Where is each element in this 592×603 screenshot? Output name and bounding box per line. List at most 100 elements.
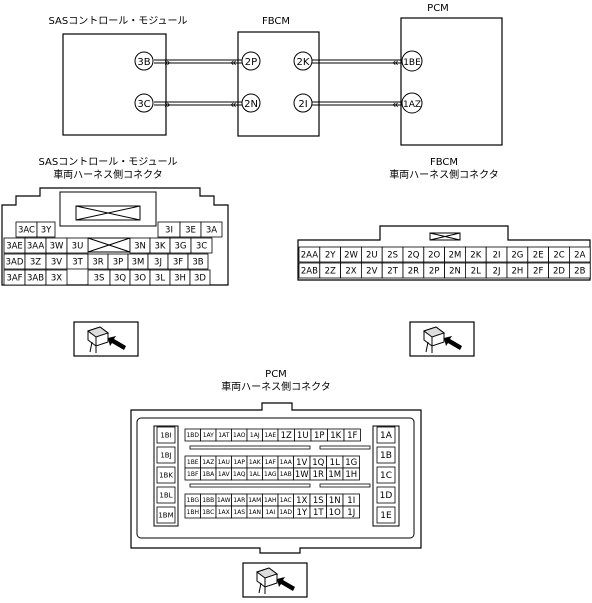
pin-cell: 2O (423, 246, 445, 263)
pin-cell: 1AB (277, 467, 294, 481)
pin-label: 1BJ (160, 452, 171, 460)
pin-cell: 3AE (3, 237, 26, 254)
sas-module-box (62, 33, 167, 136)
pin-label: 1BH (187, 509, 199, 516)
connector-symbol: « (392, 56, 399, 69)
pin-cell: 2H (506, 262, 529, 279)
pin-cell: 1AN (246, 505, 263, 519)
pin-label: 1AK (249, 459, 262, 466)
pin-label: 1S (313, 496, 324, 506)
pin-label: 2K (470, 251, 481, 261)
pcm-connector-subtitle: 車両ハーネス側コネクタ (221, 380, 331, 393)
pin-label: 3I (165, 226, 173, 236)
pin-cell: 3L (149, 269, 171, 286)
pin-cell: 1AX (215, 505, 232, 519)
pin-cell: 2K (464, 246, 487, 263)
pin-cell: 1AU (215, 455, 232, 469)
pin-cell: 3U (66, 237, 89, 254)
pin-label: 2M (449, 251, 462, 261)
pin-label: 1I (347, 496, 355, 506)
divider (319, 483, 371, 488)
pin-label: 2I (298, 99, 307, 110)
pin-label: 1BK (159, 472, 173, 480)
pin-label: 3D (194, 274, 206, 284)
pin-label: 3E (185, 226, 196, 236)
sas-connector-subtitle: 車両ハーネス側コネクタ (53, 168, 163, 181)
pin-cell: 1A (376, 426, 396, 444)
pin-cell: 1S (309, 493, 327, 507)
pin-label: 1AP (233, 459, 245, 466)
pin-label: 3A (206, 226, 217, 236)
pin-label: 2L (471, 267, 481, 277)
pin-label: 3Q (114, 274, 126, 284)
pin-cell: 3D (189, 269, 211, 286)
pin-cell: 1BC (200, 505, 217, 519)
pin-cell: 1BB (200, 493, 217, 507)
pin-cell: 1BL (156, 486, 176, 504)
pin-label: 1F (347, 431, 357, 441)
pin-cell: 2E (527, 246, 549, 263)
pin-label: 2S (387, 251, 398, 261)
pin-cell: 1AA (277, 455, 294, 469)
pcm-connector-title: PCM (265, 369, 287, 380)
pin-label: 3X (51, 274, 62, 284)
pin-label: 3AE (6, 242, 23, 252)
pin-label: 2C (553, 251, 564, 261)
pin-cell: 2M (444, 246, 466, 263)
pin-cell: 1BM (156, 506, 176, 524)
pin-label: 2R (408, 267, 419, 277)
pin-label: 2F (533, 267, 543, 277)
sas-connector-title: SASコントロール・モジュール (38, 157, 177, 168)
pin-cell: 2S (381, 246, 404, 263)
pin-label: 1AU (218, 459, 230, 466)
connector-view-icon (73, 321, 139, 357)
pin-label: 1AB (280, 471, 292, 478)
pin-label: 1AF (265, 459, 277, 466)
pin-label: 2P (429, 267, 440, 277)
pin-cell: 1R (309, 467, 327, 481)
pin-cell: 1I (342, 493, 360, 507)
pin-cell: 1U (294, 428, 312, 442)
pin-circle (401, 50, 423, 72)
pin-cell: 1AZ (200, 455, 217, 469)
pin-label: 3F (173, 258, 183, 268)
pin-cell: 1J (342, 505, 360, 519)
pin-label: 1AZ (202, 459, 214, 466)
pin-label: 1V (296, 458, 307, 468)
pin-cell: 1AJ (246, 428, 263, 442)
pin-cell: 1AS (231, 505, 248, 519)
pin-label: 1AX (218, 509, 230, 516)
pin-label: 1H (345, 470, 357, 480)
pin-label: 1BI (160, 432, 171, 440)
pin-label: 2W (344, 251, 358, 261)
pin-cell: 1AH (262, 493, 279, 507)
pin-label: 1U (297, 431, 309, 441)
pin-label: 2G (511, 251, 523, 261)
pin-label: 3S (94, 274, 105, 284)
pin-cell: 2P (423, 262, 445, 279)
pin-cell: 3AB (24, 269, 47, 286)
pin-label: 3AC (18, 226, 35, 236)
pin-cell: 1O (326, 505, 344, 519)
connector-view-icon (242, 562, 308, 598)
pin-cell: 2C (548, 246, 570, 263)
pcm-title: PCM (427, 3, 449, 14)
pin-cell: 1BA (200, 467, 217, 481)
pin-cell: 1F (343, 428, 361, 442)
pin-cell: 3J (147, 253, 169, 270)
pin-label: 3K (155, 242, 166, 252)
sas-module-title: SASコントロール・モジュール (48, 16, 187, 27)
pin-label: 1AG (264, 471, 277, 478)
pin-cell: 1AL (246, 467, 263, 481)
pin-label: 3AD (6, 258, 24, 268)
pin-cell: 1K (327, 428, 345, 442)
pin-label: 3B (137, 57, 150, 68)
pin-cell: 3N (129, 237, 151, 254)
pin-label: 1G (345, 458, 357, 468)
pin-label: 2U (366, 251, 378, 261)
pin-cell: 2R (402, 262, 425, 279)
pin-label: 3N (134, 242, 146, 252)
pin-cell: 2J (485, 262, 508, 279)
